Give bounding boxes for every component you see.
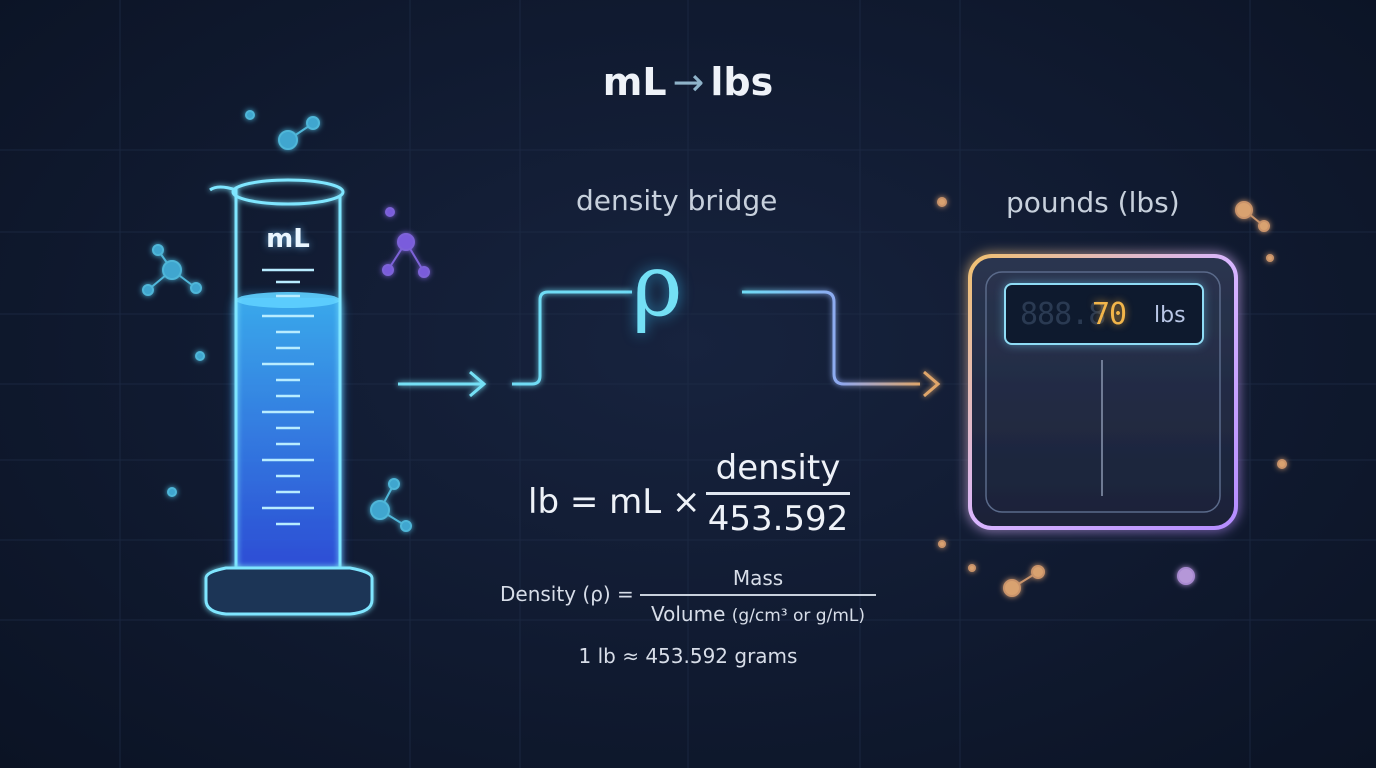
cylinder-label: mL bbox=[266, 224, 310, 254]
fraction-bar bbox=[706, 492, 850, 495]
title-from-unit: mL bbox=[602, 60, 667, 104]
page-title: mL→lbs bbox=[0, 60, 1376, 104]
scale-label: pounds (lbs) bbox=[1006, 186, 1180, 219]
conversion-formula-lhs: lb = mL × bbox=[528, 482, 701, 522]
density-numerator: Mass bbox=[732, 566, 784, 590]
density-formula-lhs: Density (ρ) = bbox=[500, 582, 634, 606]
density-bridge-wire bbox=[512, 290, 941, 398]
graduated-cylinder-icon bbox=[204, 178, 374, 616]
conversion-formula-fraction: density 453.592 bbox=[706, 448, 850, 539]
density-symbol: ρ bbox=[632, 236, 683, 336]
density-formula-fraction: Mass Volume (g/cm³ or g/mL) bbox=[640, 566, 876, 626]
title-to-unit: lbs bbox=[710, 60, 774, 104]
density-fraction-bar bbox=[640, 594, 876, 596]
denominator-main: Volume bbox=[650, 602, 726, 626]
display-ghost-digits: 888.8 bbox=[1020, 297, 1106, 332]
display-value: 70 bbox=[1092, 297, 1127, 332]
formula-denominator: 453.592 bbox=[707, 499, 849, 539]
molecule-icons bbox=[142, 110, 1287, 597]
density-denominator: Volume (g/cm³ or g/mL) bbox=[651, 602, 865, 626]
display-unit: lbs bbox=[1154, 303, 1186, 328]
denominator-units: (g/cm³ or g/mL) bbox=[731, 606, 865, 626]
formula-numerator: density bbox=[715, 448, 841, 488]
bridge-label: density bridge bbox=[576, 184, 778, 217]
pound-gram-conversion: 1 lb ≈ 453.592 grams bbox=[578, 644, 798, 668]
title-arrow: → bbox=[672, 60, 705, 104]
scale-display: 888.8 70 lbs bbox=[1004, 283, 1204, 345]
input-arrow-icon bbox=[398, 370, 487, 398]
